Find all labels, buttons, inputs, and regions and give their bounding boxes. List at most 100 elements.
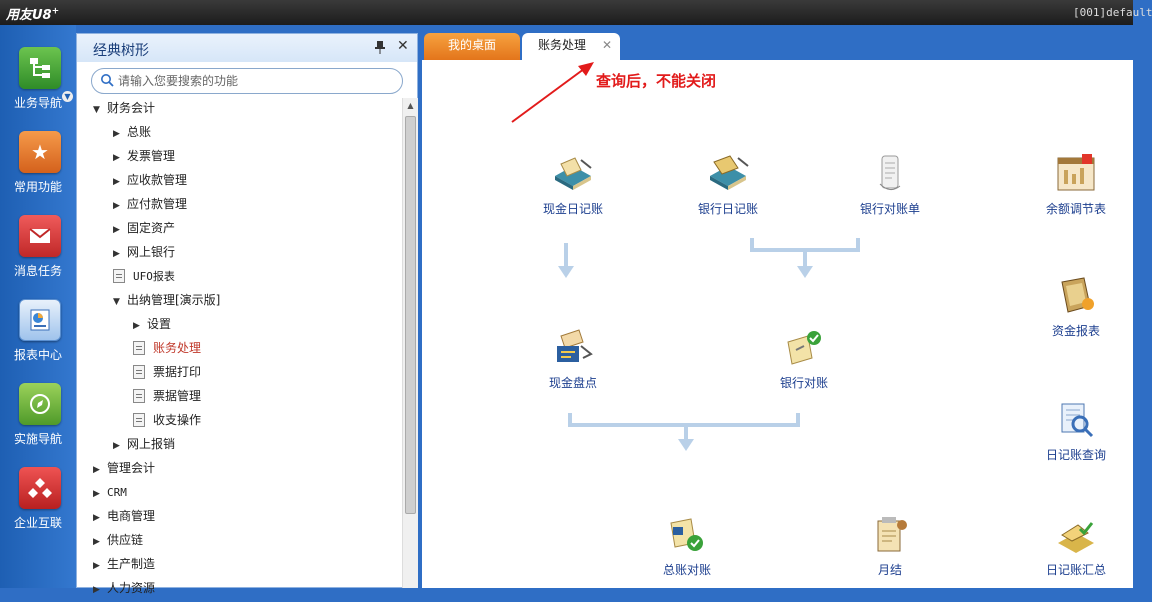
tree-item[interactable]: ▶ 人力资源 bbox=[93, 576, 155, 600]
scroll-up-icon[interactable]: ▲ bbox=[407, 101, 414, 110]
chevron-right-icon[interactable]: ▶ bbox=[113, 249, 120, 259]
nav-enterprise-connect[interactable]: 企业互联 bbox=[0, 467, 76, 551]
tree-item[interactable]: ▼财务会计 bbox=[93, 96, 155, 120]
chevron-right-icon[interactable]: ▶ bbox=[113, 225, 120, 235]
tree-item-label: 管理会计 bbox=[107, 461, 156, 475]
tree-nav-icon bbox=[19, 47, 61, 89]
balance-adjust-icon bbox=[1057, 154, 1095, 191]
tree-scrollbar[interactable]: ▲ bbox=[402, 98, 418, 588]
func-balance-adjust[interactable]: 余额调节表 bbox=[1021, 154, 1131, 217]
annotation-text: 查询后，不能关闭 bbox=[596, 72, 717, 90]
chevron-right-icon[interactable]: ▶ bbox=[93, 561, 100, 571]
nav-report-center[interactable]: 报表中心 bbox=[0, 299, 76, 383]
star-icon: ★ bbox=[19, 131, 61, 173]
document-icon bbox=[133, 340, 145, 355]
tree-item-label: 生产制造 bbox=[107, 557, 156, 571]
tree-item[interactable]: ▶ 供应链 bbox=[93, 528, 143, 552]
func-ledger-reconcile[interactable]: 总账对账 bbox=[632, 515, 742, 578]
search-input[interactable] bbox=[118, 72, 398, 90]
close-icon[interactable]: ✕ bbox=[397, 38, 409, 54]
tree-item[interactable]: 票据打印 bbox=[133, 360, 201, 384]
chevron-right-icon[interactable]: ▶ bbox=[133, 321, 140, 331]
window-info: [001]default bbox=[1073, 6, 1152, 19]
tree-item[interactable]: ▶电商管理 bbox=[93, 504, 155, 528]
search-box[interactable] bbox=[91, 68, 403, 94]
tree-item[interactable]: ▼ 出纳管理[演示版] bbox=[113, 288, 220, 312]
journal-query-icon bbox=[1061, 403, 1094, 438]
tree-item-label: CRM bbox=[107, 486, 127, 499]
func-journal-summary[interactable]: 日记账汇总 bbox=[1021, 515, 1131, 578]
tree-item-label: 票据管理 bbox=[153, 389, 202, 403]
document-icon bbox=[113, 268, 125, 283]
tree-item[interactable]: 票据管理 bbox=[133, 384, 201, 408]
cash-count-icon bbox=[557, 329, 593, 362]
tree-item-label: 供应链 bbox=[107, 533, 144, 547]
func-fund-report[interactable]: 资金报表 bbox=[1021, 276, 1131, 339]
tab-my-desktop[interactable]: 我的桌面 bbox=[424, 33, 520, 60]
tree-item-label: 出纳管理[演示版] bbox=[127, 293, 221, 307]
bank-reconcile-icon bbox=[787, 331, 821, 365]
tree-item[interactable]: ▶ 应付款管理 bbox=[113, 192, 187, 216]
tree-item[interactable]: 收支操作 bbox=[133, 408, 201, 432]
left-navigation: ▼ 业务导航 ★ 常用功能 消息任务 报表中心 实施导航 企业互联 bbox=[0, 25, 76, 588]
chevron-right-icon[interactable]: ▶ bbox=[93, 465, 100, 475]
tab-bar: 我的桌面 账务处理✕ bbox=[420, 25, 1133, 60]
tree-item[interactable]: ▶发票管理 bbox=[113, 144, 175, 168]
func-bank-statement[interactable]: 银行对账单 bbox=[835, 154, 945, 217]
chevron-right-icon[interactable]: ▶ bbox=[93, 585, 100, 595]
func-journal-query[interactable]: 日记账查询 bbox=[1021, 400, 1131, 463]
func-cash-count[interactable]: 现金盘点 bbox=[518, 328, 628, 391]
chevron-right-icon[interactable]: ▶ bbox=[113, 153, 120, 163]
tree-item[interactable]: ▶ 管理会计 bbox=[93, 456, 155, 480]
finance-processing-desktop: 查询后，不能关闭 现金日记账 银行日记账 银行对账单 余额调节表 资金报表 现金… bbox=[422, 60, 1133, 588]
func-month-end[interactable]: 月结 bbox=[835, 515, 945, 578]
nav-business-navigation[interactable]: ▼ 业务导航 bbox=[0, 47, 76, 131]
nav-common-functions[interactable]: ★ 常用功能 bbox=[0, 131, 76, 215]
report-icon bbox=[19, 299, 61, 341]
tree-item[interactable]: ▶ 总账 bbox=[113, 120, 151, 144]
tree-item-label: 固定资产 bbox=[127, 221, 176, 235]
tree-item[interactable]: ▶设置 bbox=[133, 312, 171, 336]
link-icon bbox=[19, 467, 61, 509]
chevron-right-icon[interactable]: ▶ bbox=[93, 489, 100, 499]
func-bank-reconcile[interactable]: 银行对账 bbox=[749, 328, 859, 391]
tree-item[interactable]: ▶网上银行 bbox=[113, 240, 175, 264]
title-bar: 用友U8+ [001]default bbox=[0, 0, 1152, 25]
tab-finance-processing[interactable]: 账务处理✕ bbox=[522, 33, 620, 60]
app-logo: 用友U8+ bbox=[6, 6, 60, 23]
tree-item[interactable]: UFO报表 bbox=[113, 264, 175, 288]
chevron-right-icon[interactable]: ▶ bbox=[113, 441, 120, 451]
tab-close-icon[interactable]: ✕ bbox=[601, 38, 612, 52]
tree-item-label: 总账 bbox=[127, 125, 152, 139]
ledger-reconcile-icon bbox=[670, 518, 703, 551]
annotation-arrow-icon bbox=[511, 62, 594, 123]
tree-item-label: 网上报销 bbox=[127, 437, 176, 451]
journal-summary-icon bbox=[1058, 522, 1094, 553]
pin-icon[interactable] bbox=[374, 40, 386, 57]
chevron-down-icon[interactable]: ▼ bbox=[113, 297, 120, 307]
tree-item[interactable]: ▶ 网上报销 bbox=[113, 432, 175, 456]
tree-item[interactable]: 账务处理 bbox=[133, 336, 201, 360]
chevron-right-icon[interactable]: ▶ bbox=[113, 177, 120, 187]
tree-item[interactable]: ▶ CRM bbox=[93, 480, 127, 504]
tree-item-label: 应付款管理 bbox=[127, 197, 188, 211]
tree-item[interactable]: ▶应收款管理 bbox=[113, 168, 187, 192]
chevron-down-icon[interactable]: ▼ bbox=[93, 105, 100, 115]
func-bank-journal[interactable]: 银行日记账 bbox=[673, 154, 783, 217]
tree-item-label: 人力资源 bbox=[107, 581, 156, 595]
scroll-thumb[interactable] bbox=[405, 116, 416, 514]
tree-item[interactable]: ▶ 生产制造 bbox=[93, 552, 155, 576]
classic-tree-panel: 经典树形 ✕ ▼财务会计▶总账▶发票管理▶应收款管理▶应付款管理▶固定资产▶网上… bbox=[76, 33, 418, 595]
nav-message-tasks[interactable]: 消息任务 bbox=[0, 215, 76, 299]
tree-item[interactable]: ▶ 固定资产 bbox=[113, 216, 175, 240]
document-icon bbox=[133, 364, 145, 379]
chevron-down-icon[interactable]: ▼ bbox=[62, 91, 73, 102]
chevron-right-icon[interactable]: ▶ bbox=[113, 201, 120, 211]
search-icon bbox=[101, 74, 114, 87]
chevron-right-icon[interactable]: ▶ bbox=[93, 513, 100, 523]
tree-item-label: 票据打印 bbox=[153, 365, 202, 379]
chevron-right-icon[interactable]: ▶ bbox=[93, 537, 100, 547]
chevron-right-icon[interactable]: ▶ bbox=[113, 129, 120, 139]
nav-implementation-guide[interactable]: 实施导航 bbox=[0, 383, 76, 467]
func-cash-journal[interactable]: 现金日记账 bbox=[518, 154, 628, 217]
